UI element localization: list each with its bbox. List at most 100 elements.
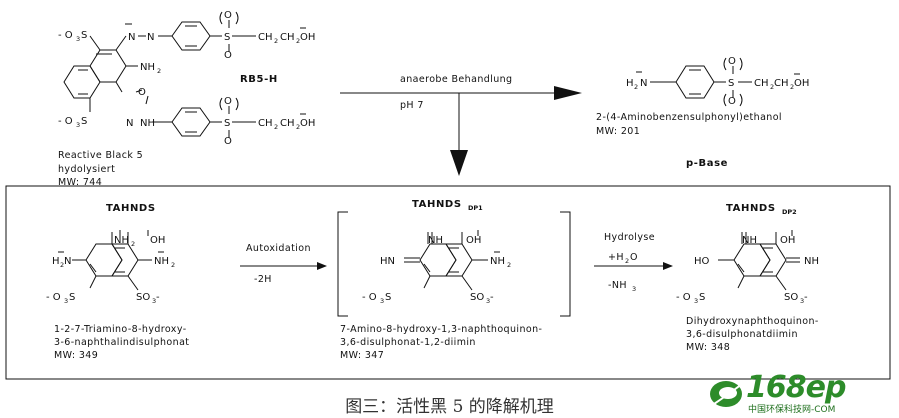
svg-text:3: 3: [800, 297, 804, 305]
svg-text:-: -: [156, 292, 160, 303]
svg-text:2: 2: [274, 37, 278, 45]
rb5h-label: RB5-H: [240, 74, 278, 85]
svg-text:O: O: [224, 50, 232, 61]
svg-text:3: 3: [380, 297, 384, 305]
svg-text:NH: NH: [428, 235, 443, 246]
pbase-name: 2-(4-Aminobenzensulphonyl)ethanol: [596, 112, 782, 123]
svg-text:- O: - O: [676, 292, 691, 303]
rb5h-structure: [63, 11, 306, 138]
svg-text:SO: SO: [784, 292, 798, 303]
svg-text:N: N: [640, 78, 647, 89]
svg-text:CH: CH: [280, 118, 295, 129]
svg-text:N: N: [147, 32, 154, 43]
svg-text:CH: CH: [280, 32, 295, 43]
svg-text:3: 3: [76, 35, 80, 43]
svg-text:2: 2: [790, 83, 794, 91]
dp2-name-2: 3,6-disulphonatdiimin: [686, 329, 798, 340]
dp1-title: TAHNDS: [412, 199, 462, 210]
tahnds-name-1: 1-2-7-Triamino-8-hydroxy-: [54, 324, 187, 335]
svg-text:3: 3: [694, 297, 698, 305]
svg-text:- O: - O: [362, 292, 377, 303]
svg-text:2: 2: [157, 67, 161, 75]
leaf-icon: [710, 381, 743, 407]
svg-text:3: 3: [76, 121, 80, 129]
svg-text:OH: OH: [780, 235, 795, 246]
svg-text:N: N: [64, 256, 71, 267]
svg-text:2: 2: [770, 83, 774, 91]
svg-text:N: N: [128, 32, 135, 43]
reaction-condition-above: anaerobe Behandlung: [400, 74, 512, 85]
products-box: [5, 185, 891, 380]
dp1-name-1: 7-Amino-8-hydroxy-1,3-naphthoquinon-: [340, 324, 542, 335]
reaction-condition-below: pH 7: [400, 100, 424, 111]
hydrolysed-label: hydolysiert: [58, 164, 115, 175]
reactive-black-label: Reactive Black 5: [58, 150, 143, 161]
autoxidation-sub: -2H: [254, 274, 272, 285]
svg-text:HN: HN: [380, 256, 395, 267]
dp2-subscript: DP2: [782, 208, 797, 216]
bracket-right: [560, 211, 571, 317]
tahnds-structure: [58, 230, 164, 291]
svg-text:NH: NH: [140, 118, 155, 129]
svg-text:OH: OH: [466, 235, 481, 246]
svg-text:NH: NH: [114, 235, 129, 246]
svg-text:H: H: [52, 256, 60, 267]
hydrolysis-ammonia: -NH: [608, 280, 627, 291]
logo-number: 168ep: [746, 370, 846, 405]
svg-text:NH: NH: [490, 256, 505, 267]
hydrolysis-water: +H: [608, 252, 624, 263]
svg-text:CH: CH: [258, 32, 273, 43]
svg-text:NH: NH: [154, 256, 169, 267]
svg-text:3: 3: [152, 297, 156, 305]
svg-text:NH: NH: [804, 256, 819, 267]
svg-text:2: 2: [131, 240, 135, 248]
pbase-title: p-Base: [686, 158, 728, 169]
svg-text:S: S: [728, 78, 734, 89]
svg-text:O: O: [728, 56, 736, 67]
svg-text:N: N: [126, 118, 133, 129]
svg-text:-: -: [490, 292, 494, 303]
hydrolysis-water-end: O: [630, 252, 638, 263]
svg-text:2: 2: [507, 261, 511, 269]
svg-text:SO: SO: [136, 292, 150, 303]
svg-text:2: 2: [274, 123, 278, 131]
pbase-mw: MW: 201: [596, 126, 640, 137]
svg-text:S: S: [224, 32, 230, 43]
tahnds-title: TAHNDS: [106, 203, 156, 214]
svg-text:O: O: [224, 10, 232, 21]
svg-text:CH: CH: [754, 78, 769, 89]
svg-text:- O: - O: [46, 292, 61, 303]
logo-text: 中国环保科技网-COM: [748, 405, 836, 415]
svg-text:- O: - O: [58, 30, 73, 41]
svg-text:O: O: [224, 96, 232, 107]
svg-text:OH: OH: [300, 32, 315, 43]
svg-text:S: S: [69, 292, 75, 303]
svg-text:S: S: [385, 292, 391, 303]
bracket-left: [337, 211, 348, 317]
svg-text:NH: NH: [742, 235, 757, 246]
svg-text:SO: SO: [470, 292, 484, 303]
dp1-mw: MW: 347: [340, 350, 384, 361]
svg-text:2: 2: [171, 261, 175, 269]
svg-text:O: O: [138, 87, 146, 98]
dp1-name-2: 3,6-disulphonat-1,2-diimin: [340, 337, 476, 348]
svg-text:CH: CH: [258, 118, 273, 129]
svg-text:S: S: [224, 118, 230, 129]
svg-text:S: S: [699, 292, 705, 303]
dp1-structure: [404, 230, 500, 291]
tahnds-mw: MW: 349: [54, 350, 98, 361]
svg-text:2: 2: [296, 37, 300, 45]
hydrolysis-label: Hydrolyse: [604, 232, 655, 243]
dp2-structure: [718, 230, 800, 291]
svg-text:O: O: [224, 136, 232, 147]
figure-caption: 图三：活性黑 5 的降解机理: [345, 397, 554, 417]
dp1-subscript: DP1: [468, 204, 483, 212]
dp2-mw: MW: 348: [686, 342, 730, 353]
pbase-structure: [636, 57, 800, 107]
autoxidation-label: Autoxidation: [246, 243, 311, 254]
svg-text:OH: OH: [300, 118, 315, 129]
dp2-title: TAHNDS: [726, 203, 776, 214]
